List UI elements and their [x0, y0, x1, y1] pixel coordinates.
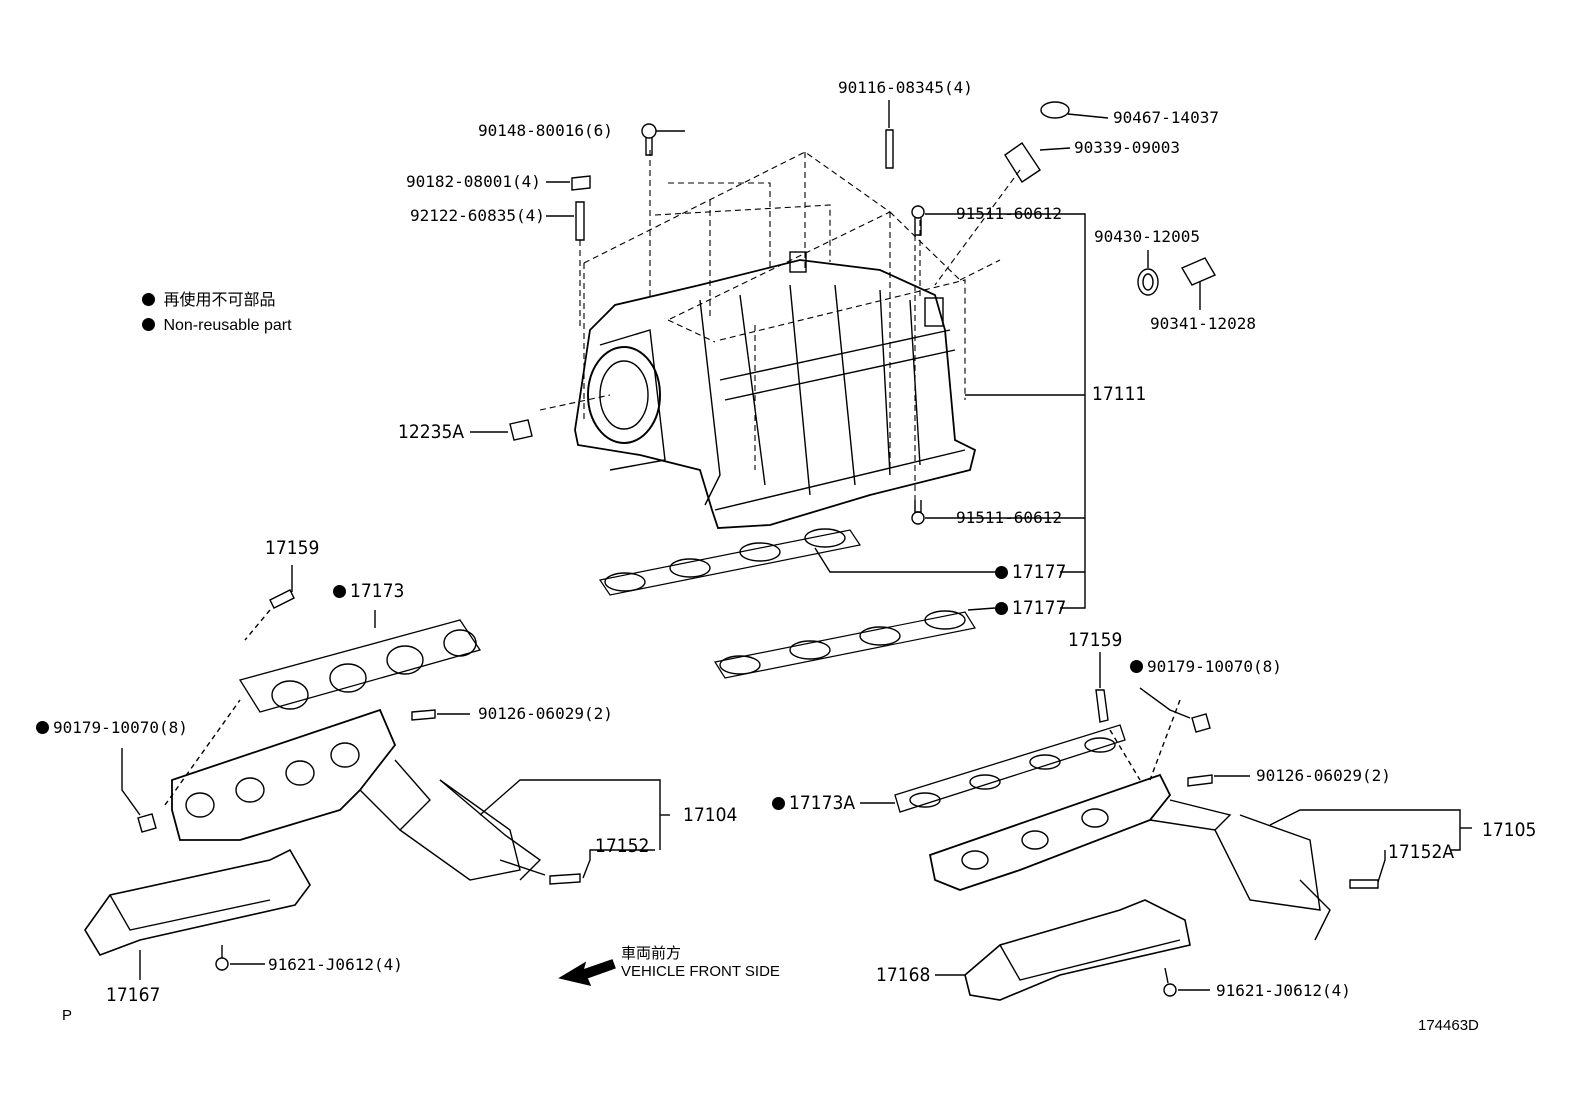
filled-circle-icon	[142, 318, 155, 331]
gasket-90430-icon	[1137, 250, 1159, 296]
part-label-17177-b: 17177	[995, 597, 1066, 619]
part-number: 90179-10070(8)	[1147, 657, 1282, 676]
part-label-17167: 17167	[106, 984, 161, 1006]
part-label-91511-60612-bottom: 91511-60612	[956, 508, 1062, 527]
part-label-17159-right: 17159	[1068, 629, 1123, 651]
nut-90179-left-icon	[121, 699, 241, 833]
part-label-12235A: 12235A	[398, 421, 465, 443]
plug-90341-icon	[1180, 257, 1217, 310]
stud-90116-icon	[885, 100, 894, 169]
non-reusable-dot-icon	[995, 602, 1008, 615]
part-label-17111: 17111	[1092, 383, 1147, 405]
part-label-91511-60612-top: 91511-60612	[956, 204, 1062, 223]
non-reusable-dot-icon	[36, 721, 49, 734]
non-reusable-dot-icon	[772, 797, 785, 810]
corner-mark: P	[62, 1007, 73, 1024]
front-label-ja: 車両前方	[621, 945, 682, 962]
filled-circle-icon	[142, 293, 155, 306]
cap-12235A-icon	[470, 419, 533, 441]
part-number: 17173	[350, 580, 405, 602]
heat-insulator-17167	[84, 848, 311, 980]
exhaust-gasket-17173	[238, 610, 482, 713]
stud-92122-icon	[546, 201, 585, 241]
part-label-17173: 17173	[333, 580, 404, 602]
part-label-17105: 17105	[1482, 819, 1537, 841]
part-number: 17177	[1012, 597, 1067, 619]
nut-90182-icon	[546, 175, 591, 191]
exhaust-manifold-17105	[928, 773, 1472, 941]
stud-90126-right-icon	[1187, 774, 1250, 787]
part-label-90179-10070-left: 90179-10070(8)	[36, 719, 188, 737]
part-label-90148-80016: 90148-80016(6)	[478, 121, 613, 140]
left-arrow-icon	[558, 959, 616, 986]
part-label-17159-left: 17159	[265, 537, 320, 559]
front-label-en: VEHICLE FRONT SIDE	[621, 963, 780, 980]
legend-text-ja: 再使用不可部品	[163, 292, 276, 309]
part-label-17152: 17152	[595, 835, 650, 857]
bolt-90148-icon	[641, 123, 685, 156]
legend-row-ja: 再使用不可部品	[142, 288, 292, 313]
figure-number: 174463D	[1418, 1017, 1479, 1034]
part-label-90116-08345: 90116-08345(4)	[838, 78, 973, 97]
part-label-91621-J0612-right: 91621-J0612(4)	[1216, 981, 1351, 1000]
part-label-92122-60835: 92122-60835(4)	[410, 206, 545, 225]
bolt-91511-bottom-icon	[911, 500, 1060, 525]
hose-90339-icon	[1004, 142, 1071, 183]
stud-17159-right-icon	[1095, 652, 1141, 781]
part-label-90126-06029-left: 90126-06029(2)	[478, 704, 613, 723]
part-label-90467-14037: 90467-14037	[1113, 108, 1219, 127]
nut-90179-right-icon	[1139, 687, 1211, 781]
non-reusable-dot-icon	[1130, 660, 1143, 673]
part-label-90339-09003: 90339-09003	[1074, 138, 1180, 157]
part-label-90182-08001: 90182-08001(4)	[406, 172, 541, 191]
heat-insulator-17168	[935, 899, 1191, 1001]
part-number: 17177	[1012, 561, 1067, 583]
bolt-91621-left-icon	[215, 945, 265, 971]
hose-clamp-90467-icon	[1040, 101, 1109, 119]
exhaust-manifold-17104	[171, 708, 670, 881]
bolt-91621-right-icon	[1163, 967, 1210, 997]
part-label-17177-a: 17177	[995, 561, 1066, 583]
part-number: 17173A	[789, 792, 856, 814]
vehicle-front-indicator: 車両前方 VEHICLE FRONT SIDE	[621, 945, 780, 981]
intake-manifold-drawing	[539, 150, 1021, 529]
bolt-91511-top-icon	[911, 205, 1060, 236]
legend: 再使用不可部品 Non-reusable part	[142, 288, 292, 338]
part-label-17104: 17104	[683, 804, 738, 826]
part-label-17173A: 17173A	[772, 792, 855, 814]
non-reusable-dot-icon	[333, 585, 346, 598]
intake-gasket-upper	[599, 528, 995, 596]
legend-text-en: Non-reusable part	[163, 317, 292, 334]
part-label-90179-10070-right: 90179-10070(8)	[1130, 658, 1282, 676]
part-label-90430-12005: 90430-12005	[1094, 227, 1200, 246]
non-reusable-dot-icon	[995, 566, 1008, 579]
part-label-90126-06029-right: 90126-06029(2)	[1256, 766, 1391, 785]
part-label-91621-J0612-left: 91621-J0612(4)	[268, 955, 403, 974]
stud-17152-icon	[549, 849, 655, 885]
part-number: 90179-10070(8)	[53, 718, 188, 737]
legend-row-en: Non-reusable part	[142, 313, 292, 338]
part-label-17152A: 17152A	[1388, 841, 1455, 863]
intake-gasket-lower	[714, 607, 996, 679]
stud-17159-left-icon	[244, 565, 295, 641]
part-label-17168: 17168	[876, 964, 931, 986]
stud-90126-left-icon	[411, 709, 470, 721]
exhaust-gasket-17173A	[860, 724, 1126, 813]
part-label-90341-12028: 90341-12028	[1150, 314, 1256, 333]
stud-17152A-icon	[1349, 850, 1386, 889]
